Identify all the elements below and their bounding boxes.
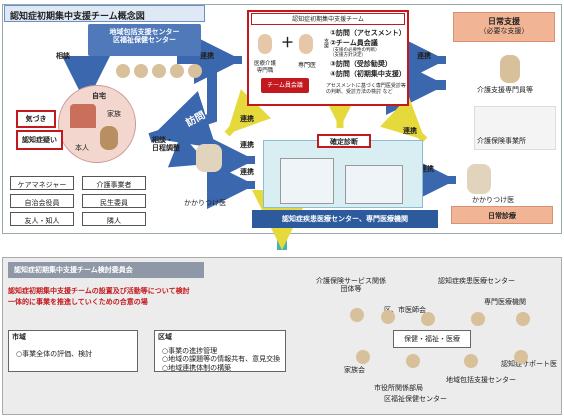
link-label-low: 連携 xyxy=(240,168,254,176)
ward-label: 区域 xyxy=(158,333,172,341)
city-label: 市域 xyxy=(12,333,26,341)
person-label: 本人 xyxy=(75,144,89,152)
professional-icon xyxy=(258,34,272,54)
org-family: 家族会 xyxy=(344,366,365,374)
committee-desc-1: 認知症初期集中支援チームの設置及び活動等について検討 xyxy=(8,287,190,295)
link-label-yellow2: 連携 xyxy=(403,127,417,135)
person-icon xyxy=(464,354,478,368)
plus-sign: ＋ xyxy=(281,36,295,51)
care-office-building xyxy=(474,106,556,150)
roles-grid: ケアマネジャー 介護事業者 自治会役員 民生委員 友人・知人 隣人 xyxy=(10,176,150,230)
support-label: 支援 xyxy=(323,38,329,48)
family-label: 家族 xyxy=(107,110,121,118)
person-icon xyxy=(356,350,370,364)
role-volunteer: 民生委員 xyxy=(82,194,146,208)
doctor-label-right: かかりつけ医 xyxy=(472,196,515,204)
person-icon xyxy=(152,64,166,78)
city-item: ○事業全体の評価、検討 xyxy=(16,350,93,358)
house-icon xyxy=(70,104,96,128)
committee-title-box: 認知症初期集中支援チーム検討委員会 xyxy=(8,262,204,278)
committee-desc-2: 一体的に事業を推進していくための合意の場 xyxy=(8,298,148,306)
person-icon xyxy=(381,310,395,324)
team-title-box: 認知症初期集中支援チーム xyxy=(251,13,405,25)
person-icon xyxy=(406,354,420,368)
ward-items: ○事業の進捗管理 ○地域の課題等の情報共有、意見交換 ○地域連携体制の構築 xyxy=(162,347,281,372)
person-icon xyxy=(188,64,202,78)
home-label: 自宅 xyxy=(92,92,106,100)
professional-label: 医療介護 専門職 xyxy=(253,61,276,74)
doctor-icon xyxy=(196,144,222,172)
role-neighbor: 隣人 xyxy=(82,212,146,226)
org-city-office: 市役所関係部局 xyxy=(374,384,423,392)
link-label-left: 連携 xyxy=(200,52,214,60)
role-friend: 友人・知人 xyxy=(10,212,74,226)
specialist-icon xyxy=(299,34,313,54)
org-ward-med: 区、市医師会 xyxy=(384,306,426,314)
specialist-label: 専門医 xyxy=(298,62,317,69)
consult-label: 相談 xyxy=(56,52,70,60)
center-box: 地域包括支援センター 区福祉保健センター xyxy=(88,24,201,56)
role-neighborhood: 自治会役員 xyxy=(10,194,74,208)
link-label-yellow: 連携 xyxy=(240,115,254,123)
role-care-manager: ケアマネジャー xyxy=(10,176,74,190)
person-icon xyxy=(421,312,435,326)
link-label-right2: 連携 xyxy=(420,165,434,173)
org-people xyxy=(326,292,556,400)
ward-box xyxy=(154,330,286,372)
daily-support-box: 日常支援 （必要な支援） xyxy=(453,12,555,42)
city-box xyxy=(8,330,138,372)
link-label-right: 連携 xyxy=(417,52,431,60)
doctor-label: かかりつけ医 xyxy=(184,199,227,207)
org-care-service: 介護保険サービス関係団体等 xyxy=(316,277,386,294)
people-group xyxy=(116,64,206,82)
person-icon xyxy=(516,312,530,326)
center-label-bar: 認知症疾患医療センター、専門医療機関 xyxy=(252,210,438,228)
hospital-icon xyxy=(280,158,334,204)
org-dementia-center: 認知症疾患医療センター xyxy=(438,277,515,285)
care-manager-label: 介護支援専門員等 xyxy=(477,86,533,94)
person-icon xyxy=(170,64,184,78)
elderly-person-icon xyxy=(100,126,118,150)
link-label-mid: 連携 xyxy=(240,141,254,149)
page-title: 認知症初期集中支援チーム概念図 xyxy=(4,5,205,22)
assessment-note: アセスメントに基づく専門医受診等の判断、受診方法の検討 など xyxy=(326,83,406,95)
person-icon xyxy=(134,64,148,78)
notice-box: 気づき xyxy=(16,110,56,128)
doctor-icon-right xyxy=(467,164,491,194)
consult-schedule-label: 相談・ 日程調整 xyxy=(152,136,180,153)
team-steps: ①訪問（アセスメント） ②チーム員会議 （支援の必要性の判断） （支援方針決定）… xyxy=(330,29,406,78)
org-support-center: 地域包括支援センター xyxy=(446,376,516,384)
conference-button: チーム員会議 xyxy=(261,78,309,93)
hospital-icon-2 xyxy=(345,165,403,204)
person-icon xyxy=(350,308,364,322)
care-manager-icon xyxy=(500,55,520,83)
person-icon xyxy=(471,312,485,326)
role-care-provider: 介護事業者 xyxy=(82,176,146,190)
care-office-label: 介護保険事業所 xyxy=(477,137,526,145)
person-icon xyxy=(514,350,528,364)
org-center: 保健・福祉・医療 xyxy=(393,330,471,348)
org-specialist: 専門医療機関 xyxy=(484,298,526,306)
daily-care-box: 日常診療 xyxy=(451,206,553,224)
suspect-box: 認知症疑い xyxy=(16,130,63,150)
org-support-doctor: 認知症サポート医 xyxy=(501,360,557,368)
org-ward-office: 区福祉保健センター xyxy=(384,395,447,403)
person-icon xyxy=(116,64,130,78)
diagnosis-box: 確定診断 xyxy=(317,134,371,148)
